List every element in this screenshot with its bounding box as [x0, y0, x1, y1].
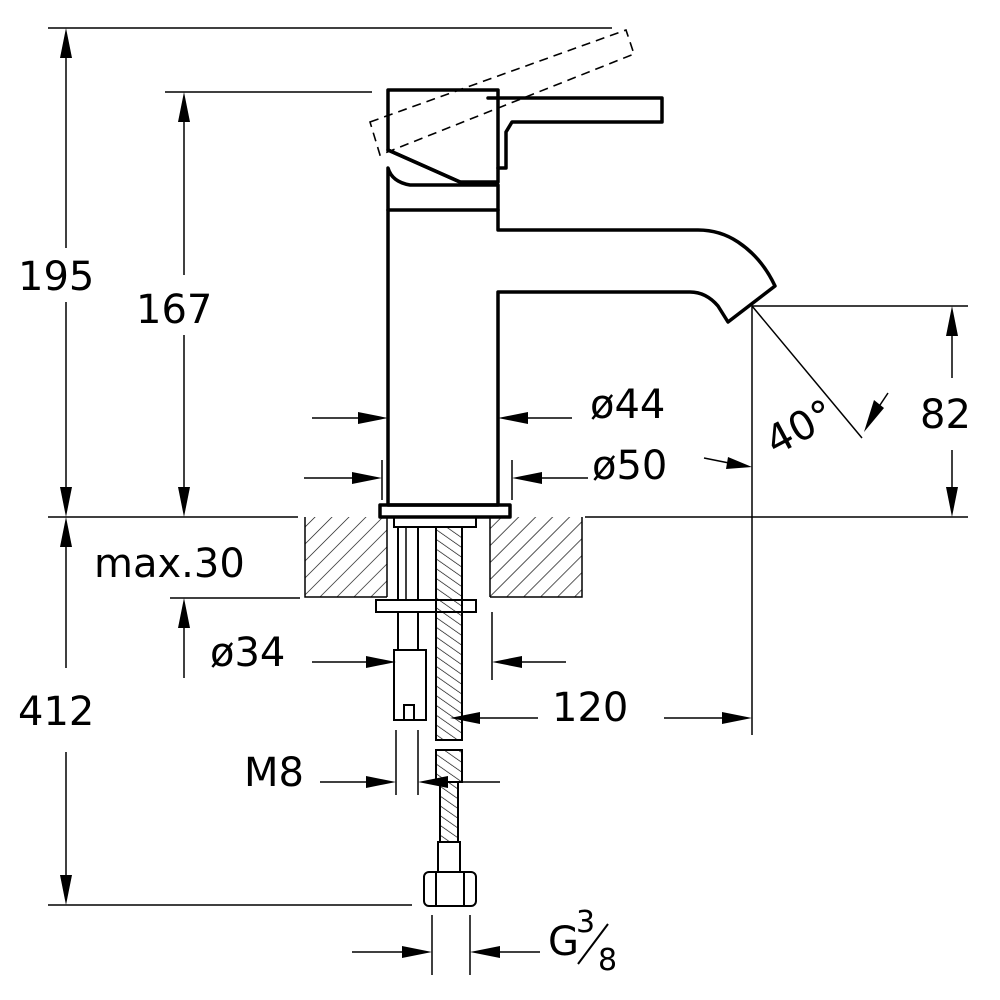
handle-cap — [386, 88, 500, 184]
mounting-hardware — [375, 516, 477, 907]
label-shank-diameter: ø34 — [210, 630, 285, 676]
countertop-section — [304, 517, 583, 598]
spout-body — [386, 208, 777, 507]
label-outlet-height: 82 — [920, 392, 971, 438]
label-projection: 120 — [552, 685, 628, 731]
label-spout-angle: 40° — [758, 391, 842, 465]
base-flange — [378, 503, 512, 519]
label-total-height: 195 — [18, 254, 94, 300]
dimension-lines — [60, 28, 958, 958]
label-hose-length: 412 — [18, 689, 94, 735]
label-connection-denominator: 8 — [598, 943, 617, 978]
label-connection-thread: G 3 8 — [548, 905, 617, 978]
label-base-diameter: ø50 — [592, 443, 667, 489]
label-max-counter-thickness: max.30 — [94, 541, 245, 587]
label-connection-numerator: 3 — [576, 905, 595, 940]
dimension-labels: 195 167 82 ø44 ø50 40° max.30 ø34 412 12… — [18, 254, 971, 978]
faucet-body — [369, 28, 777, 519]
extension-lines — [48, 27, 968, 975]
collar — [386, 166, 500, 212]
lever-handle — [486, 96, 664, 170]
label-stud-thread: M8 — [244, 750, 304, 796]
lever-open-outline — [369, 28, 635, 157]
label-connection-prefix: G — [548, 919, 579, 965]
label-spout-height: 167 — [136, 287, 212, 333]
label-body-diameter: ø44 — [590, 382, 665, 428]
